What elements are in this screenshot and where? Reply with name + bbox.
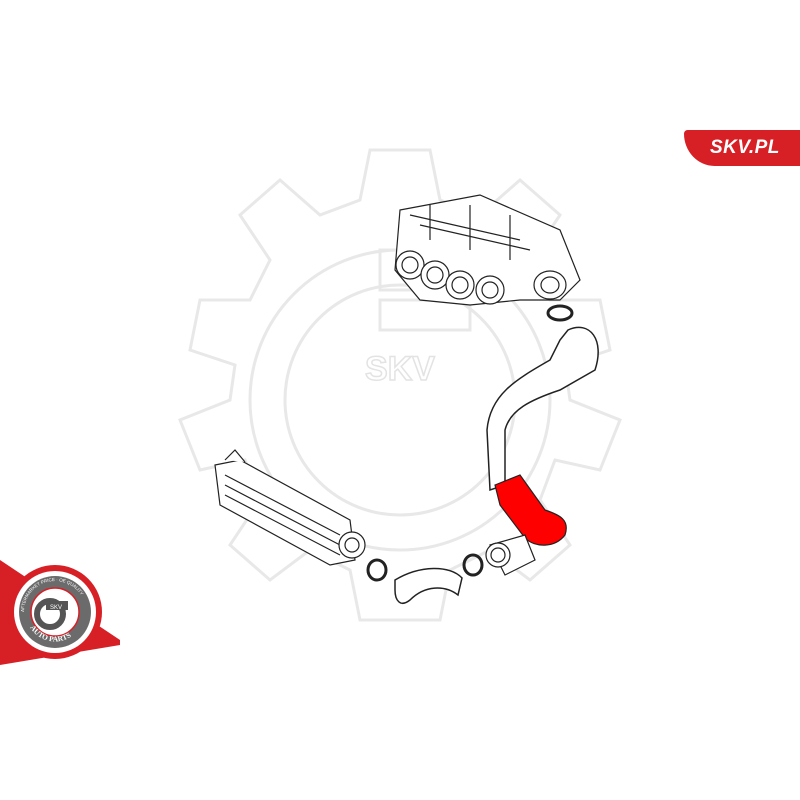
intercooler xyxy=(214,449,366,566)
seal-center-text: SKV xyxy=(50,605,62,611)
hose-clamp xyxy=(366,558,388,582)
brand-text: SKV.PL xyxy=(710,137,780,158)
highlighted-hose-section xyxy=(494,474,567,546)
skv-auto-parts-seal: SKV AFTERMARKET PRICE · OE QUALITY AUTO … xyxy=(8,565,102,659)
pipe-flange xyxy=(485,534,536,576)
charge-air-hose xyxy=(486,326,599,492)
watermark-text: SKV xyxy=(365,350,435,388)
skv-brand-badge: SKV.PL xyxy=(684,130,800,166)
hose-clamp xyxy=(546,304,574,322)
hose-clamp xyxy=(462,553,484,577)
intake-manifold xyxy=(394,194,581,306)
connector-hose xyxy=(394,567,463,604)
